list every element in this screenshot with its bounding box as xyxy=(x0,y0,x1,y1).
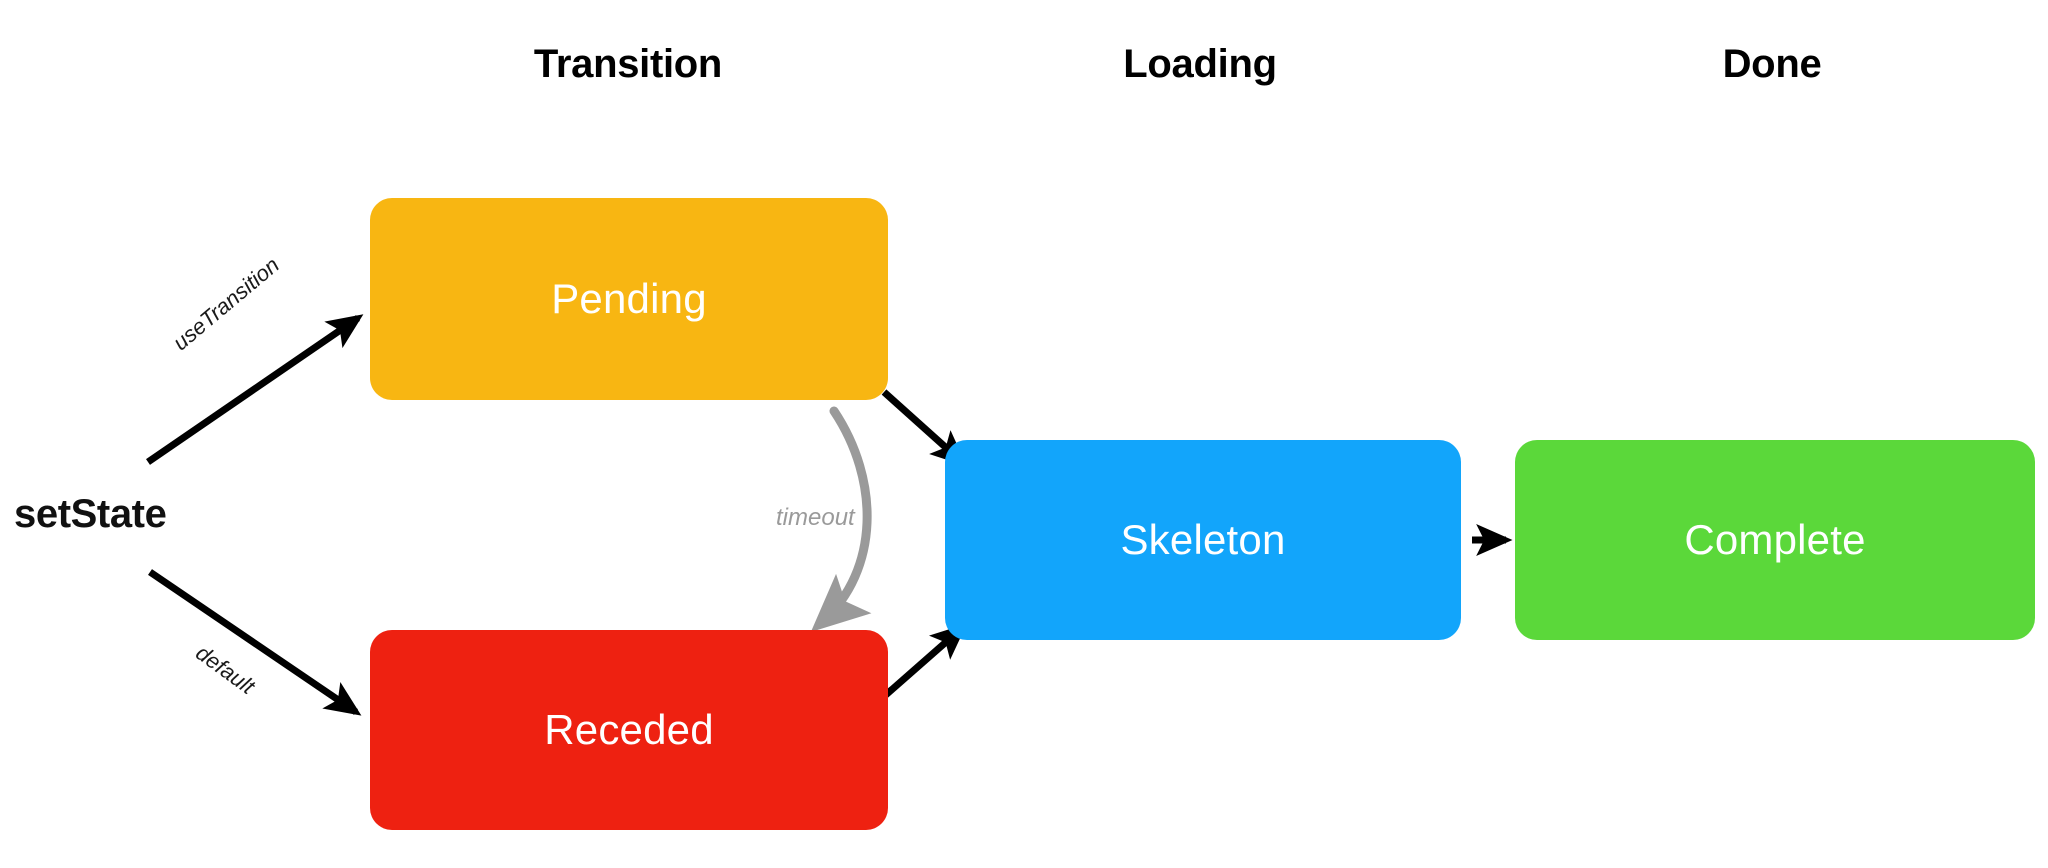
column-header-loading: Loading xyxy=(1123,42,1277,86)
state-node-complete[interactable]: Complete xyxy=(1515,440,2035,640)
state-node-receded[interactable]: Receded xyxy=(370,630,888,830)
trigger-label-setstate: setState xyxy=(14,492,167,536)
state-node-skeleton[interactable]: Skeleton xyxy=(945,440,1461,640)
edge-label-usetransition: useTransition xyxy=(168,252,284,356)
state-node-receded-label: Receded xyxy=(544,706,714,753)
state-node-skeleton-label: Skeleton xyxy=(1120,516,1286,563)
column-header-transition: Transition xyxy=(533,42,723,86)
state-node-pending[interactable]: Pending xyxy=(370,198,888,400)
edge-setstate-to-receded xyxy=(148,569,362,716)
edge-receded-to-skeleton xyxy=(877,623,967,703)
column-header-done: Done xyxy=(1722,42,1822,86)
edge-label-timeout: timeout xyxy=(776,504,855,531)
state-node-complete-label: Complete xyxy=(1684,516,1866,563)
edge-label-default: default xyxy=(191,640,260,700)
state-node-pending-label: Pending xyxy=(551,275,707,322)
